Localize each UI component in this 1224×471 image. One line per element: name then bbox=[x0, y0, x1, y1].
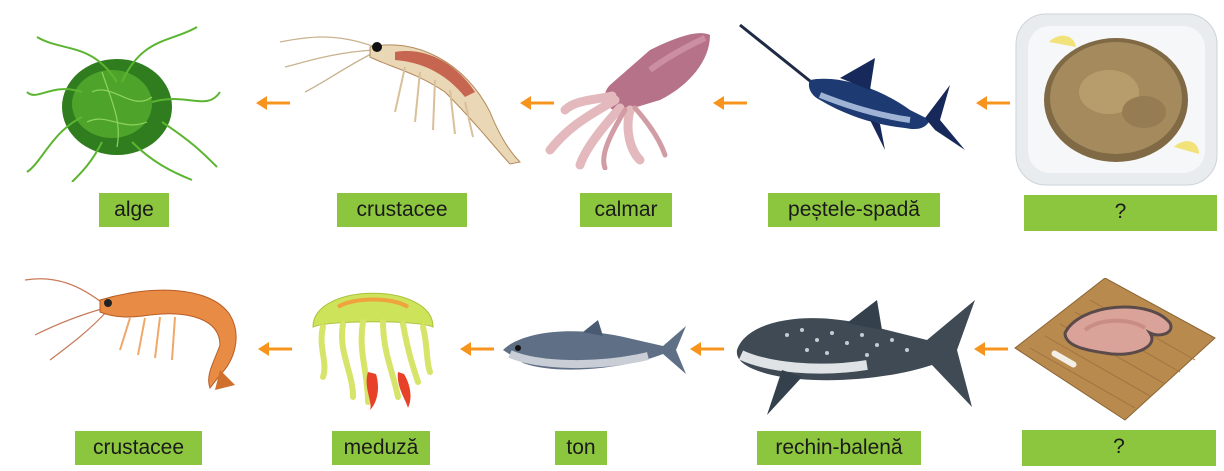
whale-shark-icon bbox=[727, 295, 979, 420]
label-ton: ton bbox=[555, 431, 607, 465]
label-crustacee-1: crustacee bbox=[337, 193, 467, 227]
label-crustacee-2: crustacee bbox=[75, 431, 202, 465]
label-pestele-spada: peștele-spadă bbox=[768, 193, 940, 227]
arrow-left-icon bbox=[460, 342, 494, 356]
arrow-left-icon bbox=[258, 342, 292, 356]
jellyfish-icon bbox=[298, 262, 448, 412]
swordfish-icon bbox=[735, 20, 970, 175]
arrow-left-icon bbox=[690, 342, 724, 356]
shrimp-icon bbox=[20, 270, 245, 395]
tuna-icon bbox=[498, 318, 688, 380]
krill-icon bbox=[275, 22, 525, 167]
label-meduza: meduză bbox=[332, 431, 430, 465]
arrow-left-icon bbox=[976, 96, 1010, 110]
label-rechin-balena: rechin-balenă bbox=[757, 431, 921, 465]
squid-icon bbox=[540, 30, 715, 170]
label-question-2: ? bbox=[1022, 430, 1216, 466]
algae-icon bbox=[22, 22, 222, 182]
label-calmar: calmar bbox=[580, 193, 672, 227]
fish-steak-plate-icon bbox=[1014, 12, 1219, 187]
fish-steak-board-icon bbox=[1010, 278, 1220, 423]
label-question-1: ? bbox=[1024, 195, 1217, 231]
arrow-left-icon bbox=[974, 342, 1008, 356]
label-alge: alge bbox=[99, 193, 169, 227]
